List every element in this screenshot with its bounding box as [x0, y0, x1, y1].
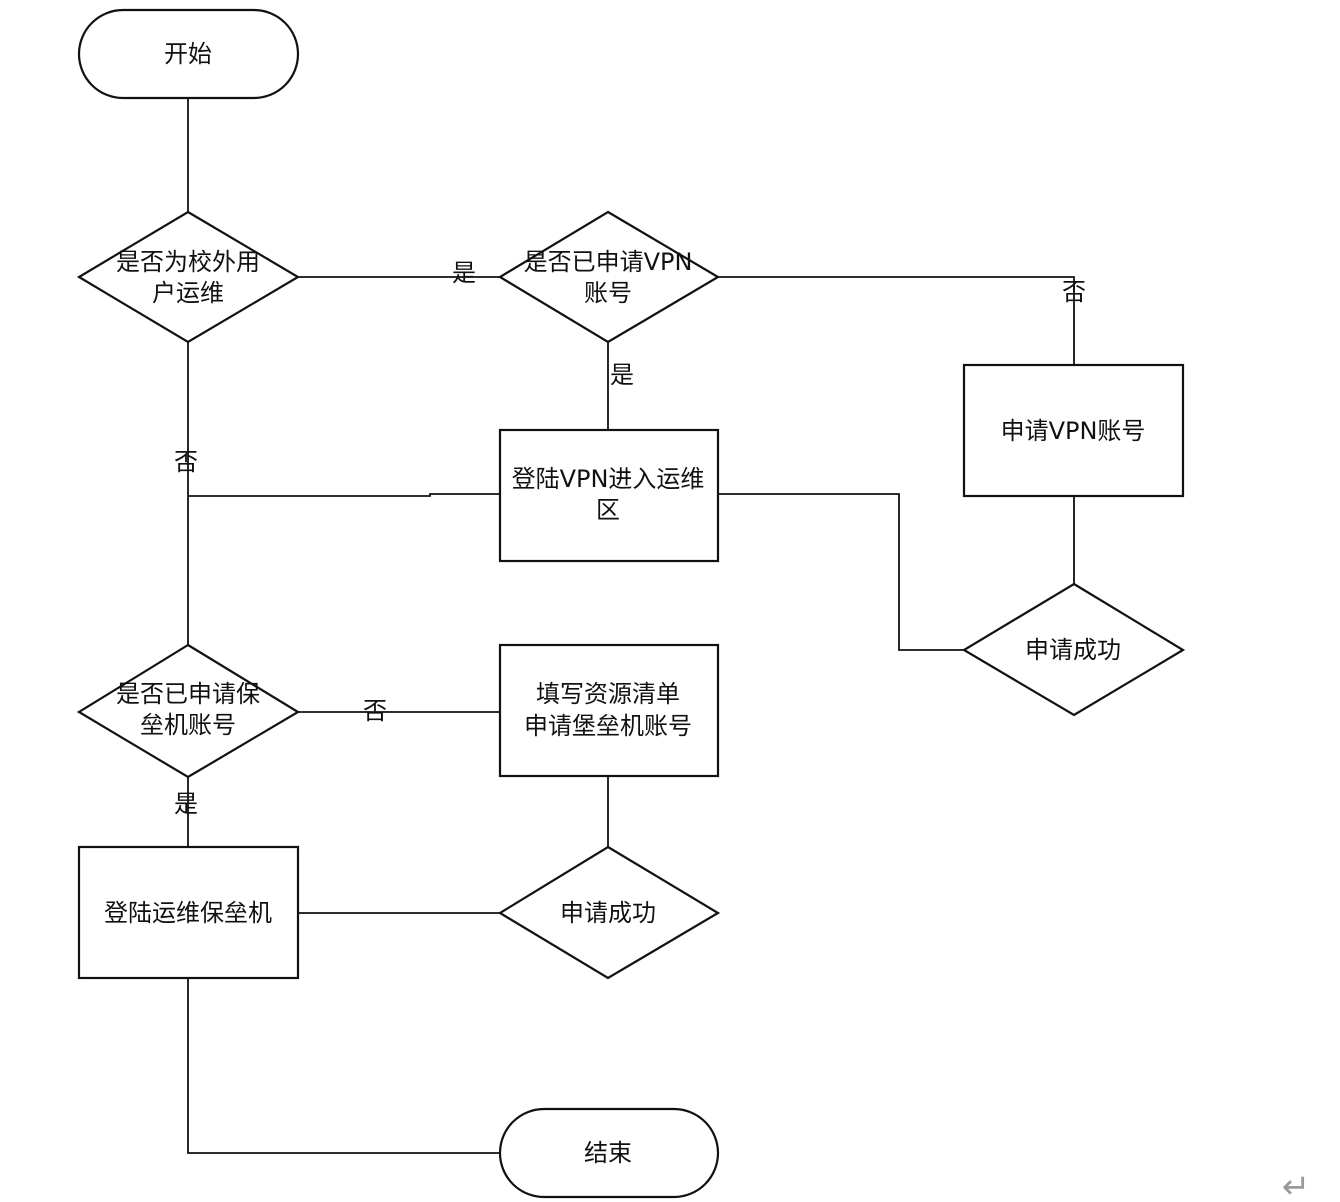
edge-label-external-no: 否 — [174, 448, 198, 476]
edge-login-bastion-to-end — [187, 978, 500, 1154]
process-login-vpn-line-1: 登陆VPN进入运维 — [512, 465, 705, 493]
edge-label-bastion-no: 否 — [363, 697, 387, 725]
process-apply-vpn-label: 申请VPN账号 — [1001, 417, 1146, 445]
edge-labels: 是 否 是 否 是 否 — [174, 259, 1086, 818]
decision-bastion-success: 申请成功 — [497, 845, 721, 980]
decision-bastion-success-label: 申请成功 — [560, 899, 656, 927]
end-label: 结束 — [584, 1139, 632, 1167]
start-label: 开始 — [164, 40, 212, 68]
edge-success-to-login-vpn — [718, 493, 964, 651]
process-login-vpn: 登陆VPN进入运维 区 — [498, 428, 720, 563]
edge-login-vpn-to-trunk — [188, 493, 500, 497]
decision-has-bastion: 是否已申请保 垒机账号 — [76, 643, 301, 779]
decision-has-vpn: 是否已申请VPN 账号 — [497, 210, 721, 344]
start-node: 开始 — [77, 8, 300, 100]
edge-label-vpn-yes: 是 — [610, 361, 634, 389]
process-fill-resources: 填写资源清单 申请堡垒机账号 — [498, 643, 720, 778]
decision-is-external-ops-line-1: 是否为校外用 — [116, 248, 260, 276]
decision-is-external-ops: 是否为校外用 户运维 — [76, 210, 301, 344]
return-mark-icon: ↵ — [1282, 1167, 1311, 1202]
decision-has-vpn-line-1: 是否已申请VPN — [524, 248, 693, 276]
end-node: 结束 — [498, 1107, 720, 1199]
decision-is-external-ops-line-2: 户运维 — [152, 279, 224, 307]
edge-label-bastion-yes: 是 — [174, 790, 198, 818]
edge-has-vpn-to-apply-vpn — [718, 276, 1075, 365]
edge-label-vpn-no: 否 — [1062, 278, 1086, 306]
decision-has-bastion-line-2: 垒机账号 — [140, 711, 236, 739]
edge-label-external-yes: 是 — [452, 259, 476, 287]
process-fill-resources-line-1: 填写资源清单 — [536, 680, 680, 708]
process-login-bastion-label: 登陆运维保垒机 — [104, 899, 272, 927]
process-apply-vpn: 申请VPN账号 — [962, 363, 1185, 498]
decision-has-bastion-line-1: 是否已申请保 — [116, 680, 260, 708]
connectors — [187, 98, 1075, 1154]
process-login-bastion: 登陆运维保垒机 — [77, 845, 300, 980]
process-fill-resources-line-2: 申请堡垒机账号 — [524, 712, 692, 740]
process-login-vpn-line-2: 区 — [596, 496, 620, 524]
decision-has-vpn-line-2: 账号 — [584, 279, 632, 307]
decision-vpn-success: 申请成功 — [961, 582, 1186, 717]
decision-vpn-success-label: 申请成功 — [1025, 636, 1121, 664]
